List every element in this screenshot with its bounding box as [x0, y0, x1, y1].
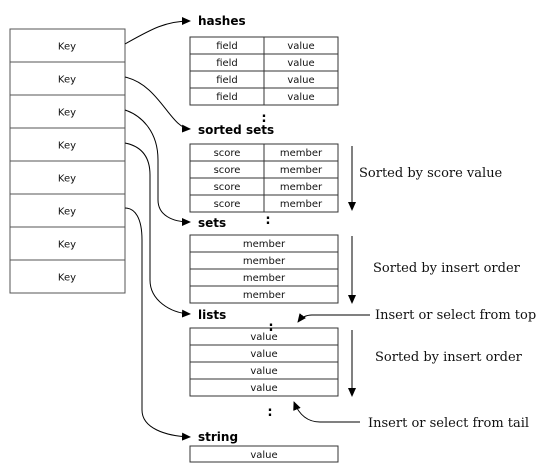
lists-title: lists — [198, 308, 226, 322]
lists-order-annotation: Sorted by insert order — [375, 350, 523, 365]
sorted-sets-annotation: Sorted by score value — [359, 166, 503, 181]
sorted-sets-score-cell: score — [214, 182, 241, 193]
key-cell: Key — [58, 174, 76, 185]
sets-member-cell: member — [243, 290, 286, 301]
hashes-title: hashes — [198, 14, 246, 28]
sets-connector-arrow — [124, 109, 191, 226]
sorted-sets-connector-arrow — [124, 76, 191, 133]
hashes-ellipsis: : — [261, 111, 266, 126]
lists-value-cell: value — [250, 349, 277, 360]
key-cell: Key — [58, 207, 76, 218]
key-cell: Key — [58, 75, 76, 86]
sets-member-cell: member — [243, 239, 286, 250]
sorted-sets-block: sorted sets score member score member sc… — [189, 123, 503, 228]
sorted-sets-score-cell: score — [214, 199, 241, 210]
hashes-value-cell: value — [287, 75, 314, 86]
key-cell: Key — [58, 108, 76, 119]
insert-tail-arrow — [293, 401, 360, 423]
string-table — [189, 445, 339, 463]
sorted-sets-title: sorted sets — [198, 123, 274, 137]
hashes-value-cell: value — [287, 92, 314, 103]
sets-title: sets — [198, 216, 226, 230]
hashes-value-cell: value — [287, 58, 314, 69]
sets-block: sets member member member member Sorted … — [189, 216, 521, 304]
lists-tail-annotation: Insert or select from tail — [368, 416, 529, 431]
sorted-sets-member-cell: member — [280, 199, 323, 210]
key-cell: Key — [58, 240, 76, 251]
string-connector-arrow — [124, 207, 191, 441]
insert-top-arrow — [297, 313, 370, 323]
key-column: Key Key Key Key Key Key Key Key — [9, 28, 126, 294]
sorted-sets-member-cell: member — [280, 165, 323, 176]
connector-arrows — [124, 17, 191, 441]
sets-annotation: Sorted by insert order — [373, 261, 521, 276]
key-cell: Key — [58, 42, 76, 53]
sorted-sets-score-cell: score — [214, 165, 241, 176]
key-cell: Key — [58, 273, 76, 284]
hashes-field-cell: field — [216, 41, 238, 52]
lists-value-cell: value — [250, 366, 277, 377]
lists-connector-arrow — [124, 142, 191, 318]
lists-value-cell: value — [250, 332, 277, 343]
sorted-sets-score-cell: score — [214, 148, 241, 159]
sets-member-cell: member — [243, 273, 286, 284]
lists-value-cell: value — [250, 383, 277, 394]
sorted-sets-ellipsis: : — [265, 213, 270, 228]
lists-block: lists : value value value value : Insert… — [189, 308, 536, 431]
sorted-sets-member-cell: member — [280, 148, 323, 159]
string-value-cell: value — [250, 450, 277, 461]
key-cell: Key — [58, 141, 76, 152]
hashes-value-cell: value — [287, 41, 314, 52]
hashes-block: hashes field value field value field val… — [189, 14, 339, 126]
string-block: string value — [189, 430, 339, 463]
hashes-field-cell: field — [216, 75, 238, 86]
string-title: string — [198, 430, 238, 444]
sets-member-cell: member — [243, 256, 286, 267]
hashes-field-cell: field — [216, 92, 238, 103]
hashes-connector-arrow — [124, 17, 191, 45]
lists-top-annotation: Insert or select from top — [375, 308, 536, 323]
sorted-sets-member-cell: member — [280, 182, 323, 193]
hashes-field-cell: field — [216, 58, 238, 69]
lists-bottom-ellipsis: : — [267, 405, 272, 420]
